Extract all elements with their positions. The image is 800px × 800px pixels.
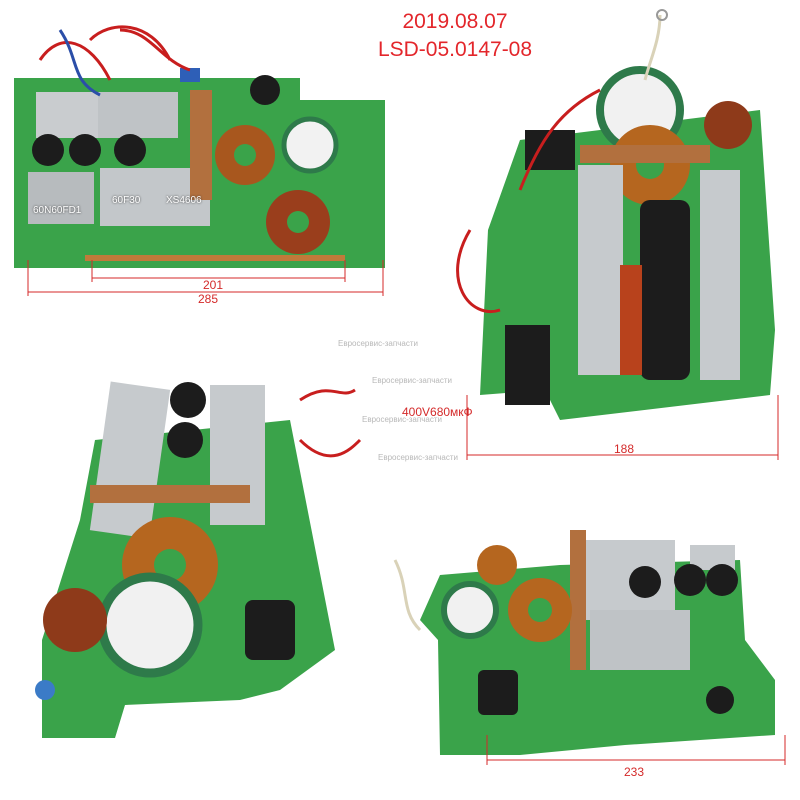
dimension-lines-top-right [466,395,779,460]
dimension-285: 285 [198,292,219,306]
pcb-board-top-right [456,9,775,420]
model-label: LSD-05.0147-08 [377,38,533,61]
watermark: Евросервис-запчасти [378,453,458,462]
chip-label-xs4606: XS4606 [166,195,202,206]
watermark: Евросервис-запчасти [362,415,442,424]
chip-label-60n60fd1: 60N60FD1 [33,205,82,216]
capacitor-label: 400V680мкФ [402,405,473,419]
watermark: Евросервис-запчасти [372,376,452,385]
dimension-lines-top-left [27,260,384,296]
chip-label-60f30: 60F30 [112,195,141,206]
watermark: Евросервис-запчасти [338,339,418,348]
pcb-board-bottom-right [393,530,775,755]
date-label: 2019.08.07 [402,10,508,33]
pcb-board-bottom-left [35,381,362,738]
dimension-201: 201 [203,278,224,292]
dimension-188: 188 [614,442,635,456]
dimension-233: 233 [624,765,645,779]
dimension-lines-bottom-right [486,735,786,765]
pcb-board-top-left [14,25,385,268]
